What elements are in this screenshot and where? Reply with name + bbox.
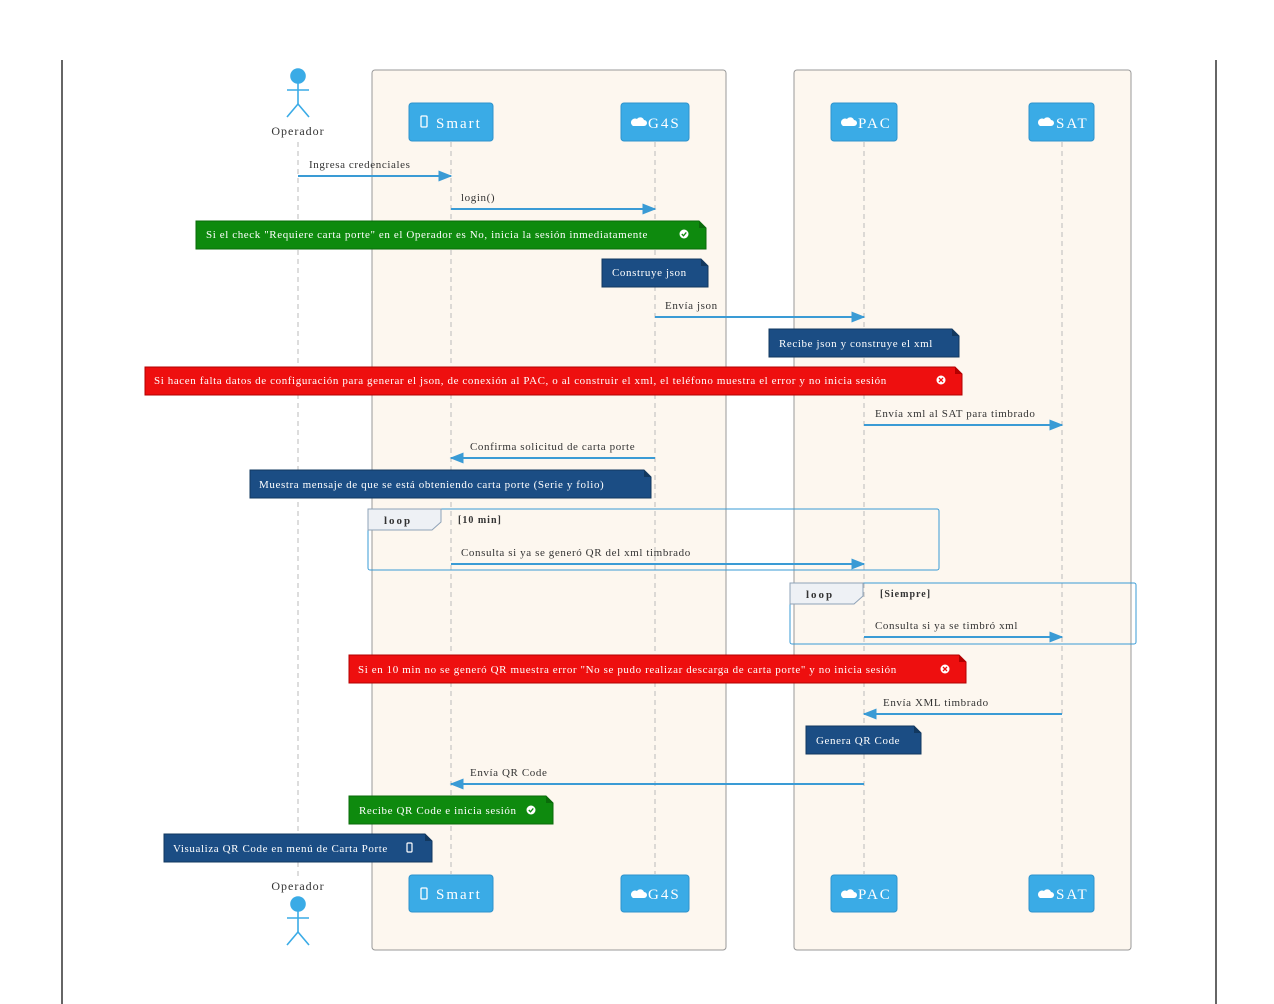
participant-sat-top: SAT: [1028, 102, 1095, 142]
check-circle-icon: [679, 229, 689, 239]
note-text: Si el check "Requiere carta porte" en el…: [206, 229, 648, 241]
message-label: login(): [461, 192, 495, 204]
participant-smart-label: Smart: [436, 116, 482, 132]
cloud-icon: [1037, 889, 1054, 898]
note-recibe-json: Recibe json y construye el xml: [768, 328, 960, 358]
check-circle-icon: [526, 805, 536, 815]
message-consulta-timbro: Consulta si ya se timbró xml: [864, 620, 1064, 643]
message-login: login(): [451, 192, 657, 215]
participant-pac-bottom: PAC: [830, 874, 898, 913]
participant-sat-bottom: SAT: [1028, 874, 1095, 913]
cloud-icon: [840, 889, 857, 898]
message-envia-xml-sat: Envía xml al SAT para timbrado: [864, 408, 1064, 431]
note-recibe-qr: Recibe QR Code e inicia sesión: [348, 795, 554, 825]
message-label: Envía QR Code: [470, 767, 547, 779]
loop-condition: [Siempre]: [880, 589, 931, 600]
cloud-icon: [840, 117, 857, 126]
note-text: Visualiza QR Code en menú de Carta Porte: [173, 843, 388, 855]
note-error-config: Si hacen falta datos de configuración pa…: [144, 366, 963, 396]
message-envia-json: Envía json: [655, 300, 866, 323]
participant-pac-top: PAC: [830, 102, 898, 142]
note-check-carta-porte: Si el check "Requiere carta porte" en el…: [195, 220, 707, 250]
note-text: Construye json: [612, 267, 687, 279]
participant-g4s-label: G4S: [648, 116, 681, 132]
actor-operador-bottom: Operador: [271, 879, 324, 946]
actor-figure-icon: [286, 896, 310, 946]
x-circle-icon: [936, 375, 946, 385]
cloud-icon: [1037, 117, 1054, 126]
participant-sat-label: SAT: [1056, 116, 1089, 132]
participant-smart-bottom: Smart: [408, 874, 494, 913]
message-label: Consulta si ya se timbró xml: [875, 620, 1018, 632]
loop-10-min: loop [10 min]: [367, 508, 940, 571]
note-genera-qr: Genera QR Code: [805, 725, 922, 755]
note-text: Recibe json y construye el xml: [779, 338, 933, 350]
note-text: Genera QR Code: [816, 735, 900, 747]
message-label: Envía xml al SAT para timbrado: [875, 408, 1035, 420]
note-text: Recibe QR Code e inicia sesión: [359, 805, 517, 817]
participant-pac-label: PAC: [858, 116, 892, 132]
note-text: Si hacen falta datos de configuración pa…: [154, 375, 887, 387]
actor-operador-top: Operador: [271, 68, 324, 138]
note-error-10min: Si en 10 min no se generó QR muestra err…: [348, 654, 967, 684]
note-text: Muestra mensaje de que se está obteniend…: [259, 479, 604, 491]
participant-sat-label: SAT: [1056, 887, 1089, 903]
message-envia-qr: Envía QR Code: [449, 767, 864, 790]
participant-smart-label: Smart: [436, 887, 482, 903]
mobile-phone-icon: [420, 115, 428, 128]
message-label: Envía json: [665, 300, 718, 312]
message-confirma-solicitud: Confirma solicitud de carta porte: [449, 441, 655, 464]
message-label: Consulta si ya se generó QR del xml timb…: [461, 547, 691, 559]
loop-tag: loop: [806, 589, 834, 601]
loop-condition: [10 min]: [458, 515, 502, 526]
note-visualiza-qr: Visualiza QR Code en menú de Carta Porte: [163, 833, 433, 863]
participant-g4s-label: G4S: [648, 887, 681, 903]
participant-pac-label: PAC: [858, 887, 892, 903]
note-construye-json: Construye json: [601, 258, 709, 288]
message-consulta-qr: Consulta si ya se generó QR del xml timb…: [451, 547, 866, 570]
x-circle-icon: [940, 664, 950, 674]
actor-operador-label: Operador: [271, 124, 324, 138]
participant-smart-top: Smart: [408, 102, 494, 142]
message-envia-xml-timbrado: Envía XML timbrado: [862, 697, 1062, 720]
loop-tag: loop: [384, 515, 412, 527]
note-muestra-mensaje: Muestra mensaje de que se está obteniend…: [249, 469, 652, 499]
cloud-icon: [630, 889, 647, 898]
group-pac-sat: [793, 69, 1132, 951]
message-label: Ingresa credenciales: [309, 159, 410, 171]
message-label: Confirma solicitud de carta porte: [470, 441, 635, 453]
actor-operador-label: Operador: [271, 879, 324, 893]
message-ingresa-credenciales: Ingresa credenciales: [298, 159, 453, 182]
participant-g4s-bottom: G4S: [620, 874, 690, 913]
mobile-phone-icon: [406, 842, 413, 853]
note-text: Si en 10 min no se generó QR muestra err…: [358, 664, 897, 676]
actor-figure-icon: [286, 68, 310, 118]
cloud-icon: [630, 117, 647, 126]
mobile-phone-icon: [420, 887, 428, 900]
message-label: Envía XML timbrado: [883, 697, 989, 709]
participant-g4s-top: G4S: [620, 102, 690, 142]
loop-siempre: loop [Siempre]: [789, 582, 1137, 645]
